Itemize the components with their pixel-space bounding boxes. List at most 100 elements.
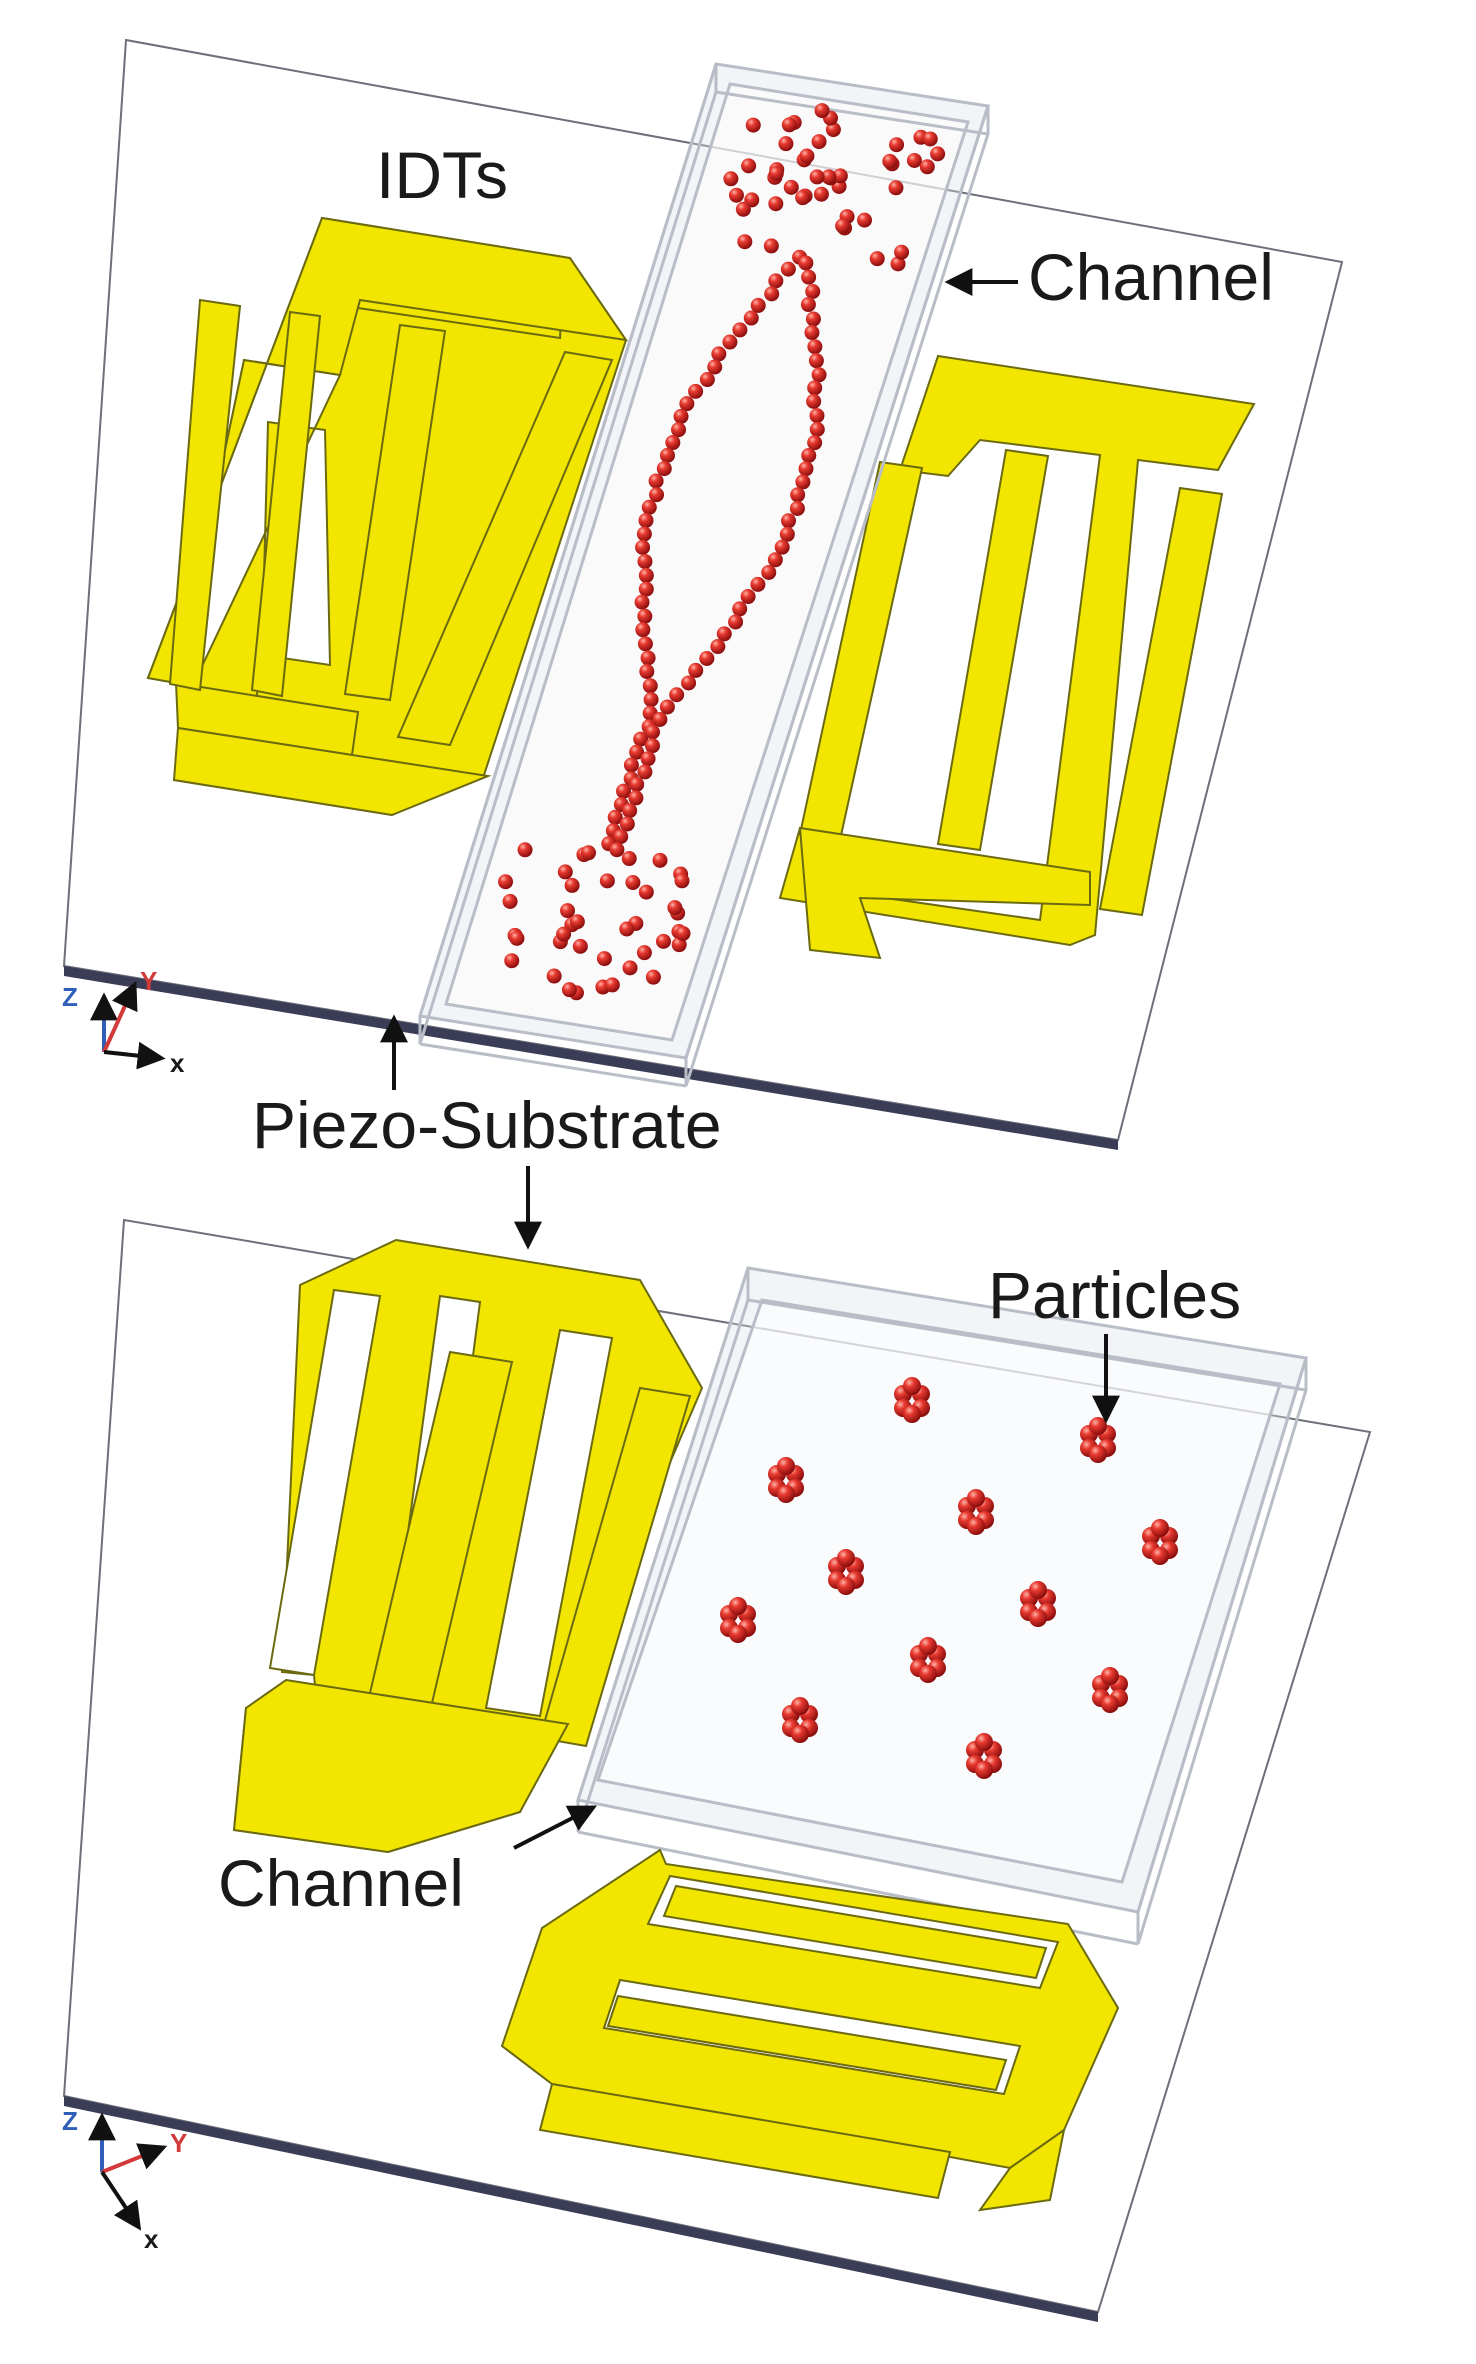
particle — [919, 1637, 937, 1655]
particle — [640, 751, 656, 767]
particle — [667, 900, 683, 916]
particle — [764, 286, 780, 302]
particle — [774, 539, 790, 555]
particle — [835, 218, 851, 234]
particle — [807, 380, 823, 396]
particle — [655, 933, 671, 949]
top-left-idt — [146, 216, 629, 817]
particle — [777, 1485, 795, 1503]
particle — [648, 473, 664, 489]
particle — [740, 589, 756, 605]
particle — [806, 393, 822, 409]
particle — [644, 738, 660, 754]
particle — [641, 499, 657, 515]
particle — [637, 636, 653, 652]
particle — [888, 180, 904, 196]
particle — [722, 334, 738, 350]
particle — [975, 1733, 993, 1751]
particle — [645, 969, 661, 985]
particle — [809, 408, 825, 424]
particle — [572, 938, 588, 954]
particle-cluster — [1142, 1519, 1178, 1565]
particle — [791, 1697, 809, 1715]
particle — [710, 639, 726, 655]
axis-y-label: Y — [170, 2128, 187, 2158]
particle — [919, 159, 935, 175]
particle — [832, 168, 848, 184]
particle — [649, 487, 665, 503]
axis-z-label: Z — [62, 2106, 78, 2136]
particle — [750, 576, 766, 592]
particle-cluster — [958, 1489, 994, 1535]
particle — [509, 930, 525, 946]
particle — [809, 169, 825, 185]
particle — [882, 153, 898, 169]
particle-cluster — [910, 1637, 946, 1683]
particle — [777, 1457, 795, 1475]
particle — [795, 190, 811, 206]
particle-cluster — [894, 1377, 930, 1423]
particle — [645, 724, 661, 740]
particle — [621, 851, 637, 867]
particle — [809, 421, 825, 437]
particle-cluster — [768, 1457, 804, 1503]
particle — [967, 1517, 985, 1535]
particle — [801, 447, 817, 463]
particle — [638, 567, 654, 583]
particle — [805, 283, 821, 299]
particle-cluster — [1080, 1417, 1116, 1463]
particle — [837, 1577, 855, 1595]
particle — [783, 179, 799, 195]
particle — [890, 256, 906, 272]
particle — [1151, 1547, 1169, 1565]
particle — [599, 873, 615, 889]
particle — [569, 914, 585, 930]
particle — [546, 968, 562, 984]
particle — [737, 234, 753, 250]
particle — [903, 1405, 921, 1423]
particle — [659, 447, 675, 463]
particle — [732, 601, 748, 617]
label-particles: Particles — [988, 1258, 1241, 1332]
particle — [800, 297, 816, 313]
particle — [616, 783, 632, 799]
particle — [674, 873, 690, 889]
particle — [652, 852, 668, 868]
particle — [814, 103, 830, 119]
particle — [675, 925, 691, 941]
particle — [811, 367, 827, 383]
particle — [498, 874, 514, 890]
particle — [636, 526, 652, 542]
particle — [768, 196, 784, 212]
particle — [735, 201, 751, 217]
particle — [638, 581, 654, 597]
particle — [681, 675, 697, 691]
particle-cluster — [720, 1597, 756, 1643]
particle — [635, 539, 651, 555]
particle — [502, 893, 518, 909]
particle — [808, 353, 824, 369]
particle — [707, 359, 723, 375]
particle — [798, 461, 814, 477]
particle — [560, 903, 576, 919]
particle — [636, 945, 652, 961]
bottom-particles — [720, 1377, 1178, 1779]
axis-y-label: Y — [140, 966, 157, 996]
idt-finger — [396, 350, 614, 747]
particle — [745, 117, 761, 133]
particle — [688, 383, 704, 399]
particle — [652, 711, 668, 727]
particle — [728, 614, 744, 630]
particle — [688, 662, 704, 678]
label-idts: IDTs — [376, 138, 508, 212]
particle-cluster — [1020, 1581, 1056, 1627]
particle — [889, 137, 905, 153]
particle — [799, 148, 815, 164]
particle — [673, 408, 689, 424]
particle — [728, 187, 744, 203]
particle — [1101, 1667, 1119, 1685]
particle — [729, 1625, 747, 1643]
particle — [789, 500, 805, 516]
bottom-left-idt — [232, 1238, 704, 1854]
